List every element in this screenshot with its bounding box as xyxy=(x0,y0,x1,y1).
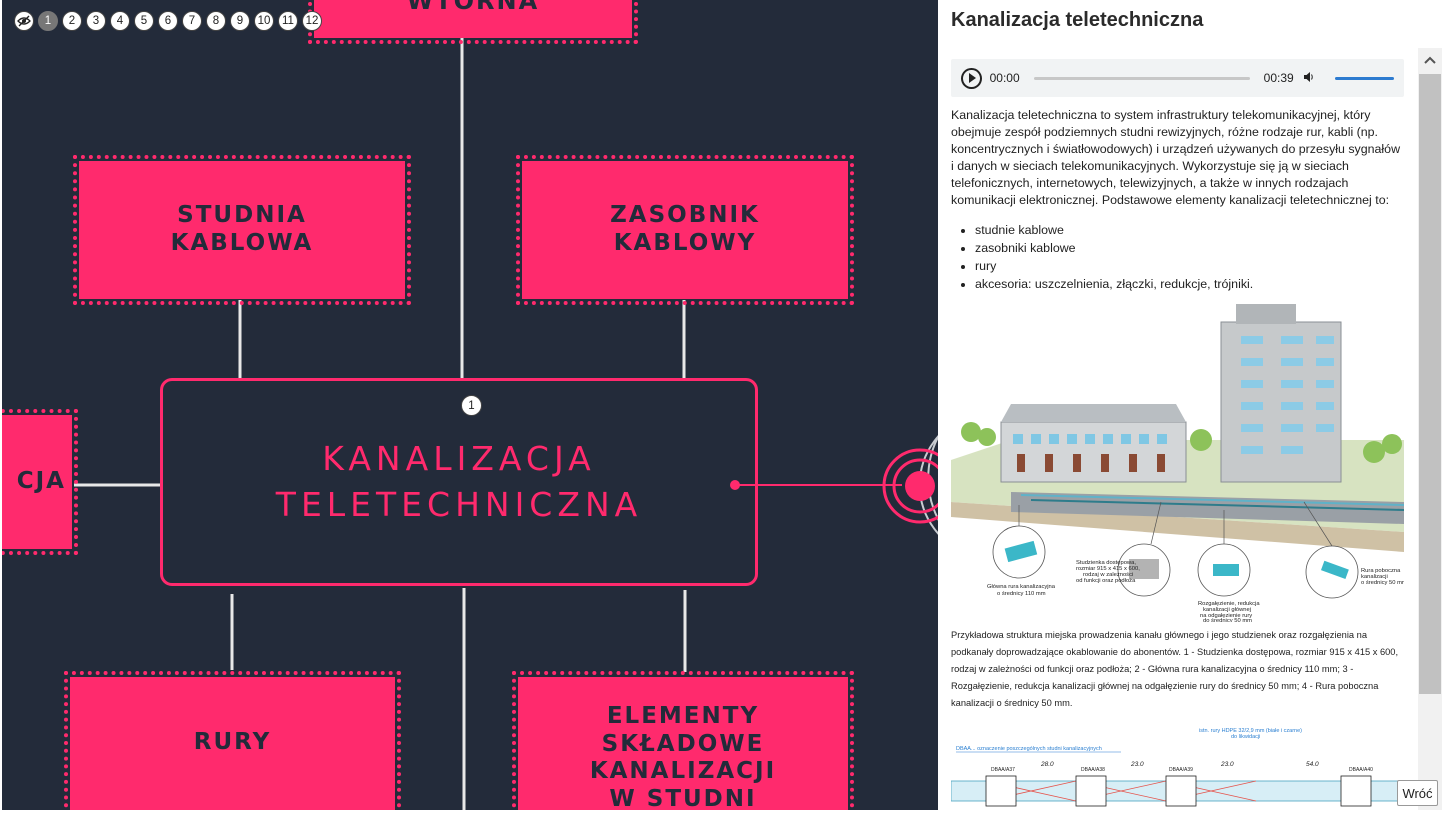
slide-button-9[interactable]: 9 xyxy=(230,11,250,31)
fig1-label-c: Rozgałęzienie, redukcja xyxy=(1198,601,1260,607)
panel-title: Kanalizacja teletechniczna xyxy=(951,9,1204,31)
scrollbar-thumb[interactable] xyxy=(1419,74,1441,694)
slide-button-6[interactable]: 6 xyxy=(158,11,178,31)
svg-text:54.0: 54.0 xyxy=(1306,761,1319,768)
svg-text:o średnicy 50 mm: o średnicy 50 mm xyxy=(1361,580,1404,586)
list-item: rury xyxy=(975,257,1404,275)
speaker-icon[interactable] xyxy=(1302,71,1316,86)
panel-content[interactable]: 00:00 00:39 Kanalizacja teletechniczna t… xyxy=(951,48,1404,810)
list-item: studnie kablowe xyxy=(975,221,1404,239)
eye-slash-icon[interactable] xyxy=(14,11,34,31)
svg-text:kanalizacji: kanalizacji xyxy=(1361,574,1388,580)
fig1-label-d: Rura poboczna xyxy=(1361,568,1401,574)
slide-button-7[interactable]: 7 xyxy=(182,11,202,31)
svg-text:DBAA... oznaczenie poszczególn: DBAA... oznaczenie poszczególnych studni… xyxy=(956,746,1102,752)
slide-button-4[interactable]: 4 xyxy=(110,11,130,31)
slide-button-12[interactable]: 12 xyxy=(302,11,322,31)
central-node[interactable]: KANALIZACJA TELETECHNICZNA xyxy=(160,378,758,586)
description-text: Kanalizacja teletechniczna to system inf… xyxy=(951,108,1401,207)
figure-caption: Przykładowa struktura miejska prowadzeni… xyxy=(951,630,1399,708)
connector-lines xyxy=(74,38,938,810)
node-zasobnik-label: ZASOBNIK KABLOWY xyxy=(610,202,760,256)
list-item: akcesoria: uszczelnienia, złączki, reduk… xyxy=(975,275,1404,293)
svg-text:kanalizacji głównej: kanalizacji głównej xyxy=(1203,607,1251,613)
scrollbar[interactable] xyxy=(1418,48,1442,810)
svg-text:istn. rury HDPE 32/2,9 mm (bia: istn. rury HDPE 32/2,9 mm (białe i czarn… xyxy=(1199,728,1302,734)
node-top-label: WTÓRNA xyxy=(406,0,540,16)
node-elementy-skladowe[interactable]: ELEMENTY SKŁADOWE KANALIZACJI W STUDNI xyxy=(512,671,854,810)
play-icon[interactable] xyxy=(961,67,982,89)
list-item: zasobniki kablowe xyxy=(975,239,1404,257)
volume-slider[interactable] xyxy=(1335,76,1394,80)
technical-drawing: istn. rury HDPE 32/2,9 mm (białe i czarn… xyxy=(951,728,1404,807)
slide-button-10[interactable]: 10 xyxy=(254,11,274,31)
node-elementy-label: ELEMENTY SKŁADOWE KANALIZACJI W STUDNI xyxy=(589,703,777,810)
scroll-up-icon[interactable] xyxy=(1418,48,1442,72)
slide-button-5[interactable]: 5 xyxy=(134,11,154,31)
node-rury[interactable]: RURY xyxy=(64,671,401,810)
back-button[interactable]: Wróć xyxy=(1397,780,1438,806)
mind-map-canvas[interactable]: WTÓRNA STUDNIA KABLOWA ZASOBNIK KABLOWY … xyxy=(2,0,938,810)
svg-text:na odgałęzienie rury: na odgałęzienie rury xyxy=(1200,613,1252,619)
svg-text:rodzaj w zależności: rodzaj w zależności xyxy=(1083,572,1133,578)
svg-text:od funkcji oraz podłoża: od funkcji oraz podłoża xyxy=(1076,578,1136,584)
svg-text:DBAA/A39: DBAA/A39 xyxy=(1169,767,1193,773)
svg-text:rozmiar 915 x 415 x 600,: rozmiar 915 x 415 x 600, xyxy=(1076,566,1140,572)
elements-list: studnie kablowe zasobniki kablowe rury a… xyxy=(951,221,1404,293)
slide-button-1[interactable]: 1 xyxy=(38,11,58,31)
svg-text:28.0: 28.0 xyxy=(1040,761,1054,768)
node-studnia-label: STUDNIA KABLOWA xyxy=(170,202,314,256)
audio-current-time: 00:00 xyxy=(989,71,1020,85)
city-infrastructure-illustration: Główna rura kanalizacyjna o średnicy 110… xyxy=(951,304,1404,624)
node-rury-label: RURY xyxy=(193,729,272,755)
info-panel: Kanalizacja teletechniczna 00:00 00:39 K… xyxy=(938,0,1444,813)
node-zasobnik-kablowy[interactable]: ZASOBNIK KABLOWY xyxy=(516,155,854,305)
fig1-label-a: Główna rura kanalizacyjna xyxy=(987,584,1056,590)
svg-text:DBAA/A40: DBAA/A40 xyxy=(1349,767,1373,773)
target-icon xyxy=(730,435,938,535)
node-studnia-kablowa[interactable]: STUDNIA KABLOWA xyxy=(73,155,411,305)
slide-button-2[interactable]: 2 xyxy=(62,11,82,31)
slide-button-3[interactable]: 3 xyxy=(86,11,106,31)
svg-text:do średnicy 50 mm: do średnicy 50 mm xyxy=(1203,618,1252,622)
central-node-label: KANALIZACJA TELETECHNICZNA xyxy=(275,438,643,524)
svg-text:do likwidacji: do likwidacji xyxy=(1231,734,1260,740)
svg-text:DBAA/A38: DBAA/A38 xyxy=(1081,767,1105,773)
node-left-label: CJA xyxy=(16,468,66,495)
svg-text:23.0: 23.0 xyxy=(1220,761,1234,768)
slide-button-8[interactable]: 8 xyxy=(206,11,226,31)
svg-text:23.0: 23.0 xyxy=(1130,761,1144,768)
fig1-label-b: Studzienka dostępowa, xyxy=(1076,560,1136,566)
slide-button-11[interactable]: 11 xyxy=(278,11,298,31)
audio-duration: 00:39 xyxy=(1263,71,1294,85)
map-marker[interactable]: 1 xyxy=(461,395,482,416)
node-top[interactable]: WTÓRNA xyxy=(308,0,638,44)
audio-progress-bar[interactable] xyxy=(1033,76,1250,80)
marker-number: 1 xyxy=(468,399,475,412)
svg-text:o średnicy 110 mm: o średnicy 110 mm xyxy=(997,591,1046,597)
node-left-partial[interactable]: CJA xyxy=(2,409,78,555)
svg-text:DBAA/A37: DBAA/A37 xyxy=(991,767,1015,773)
audio-player: 00:00 00:39 xyxy=(951,59,1404,97)
